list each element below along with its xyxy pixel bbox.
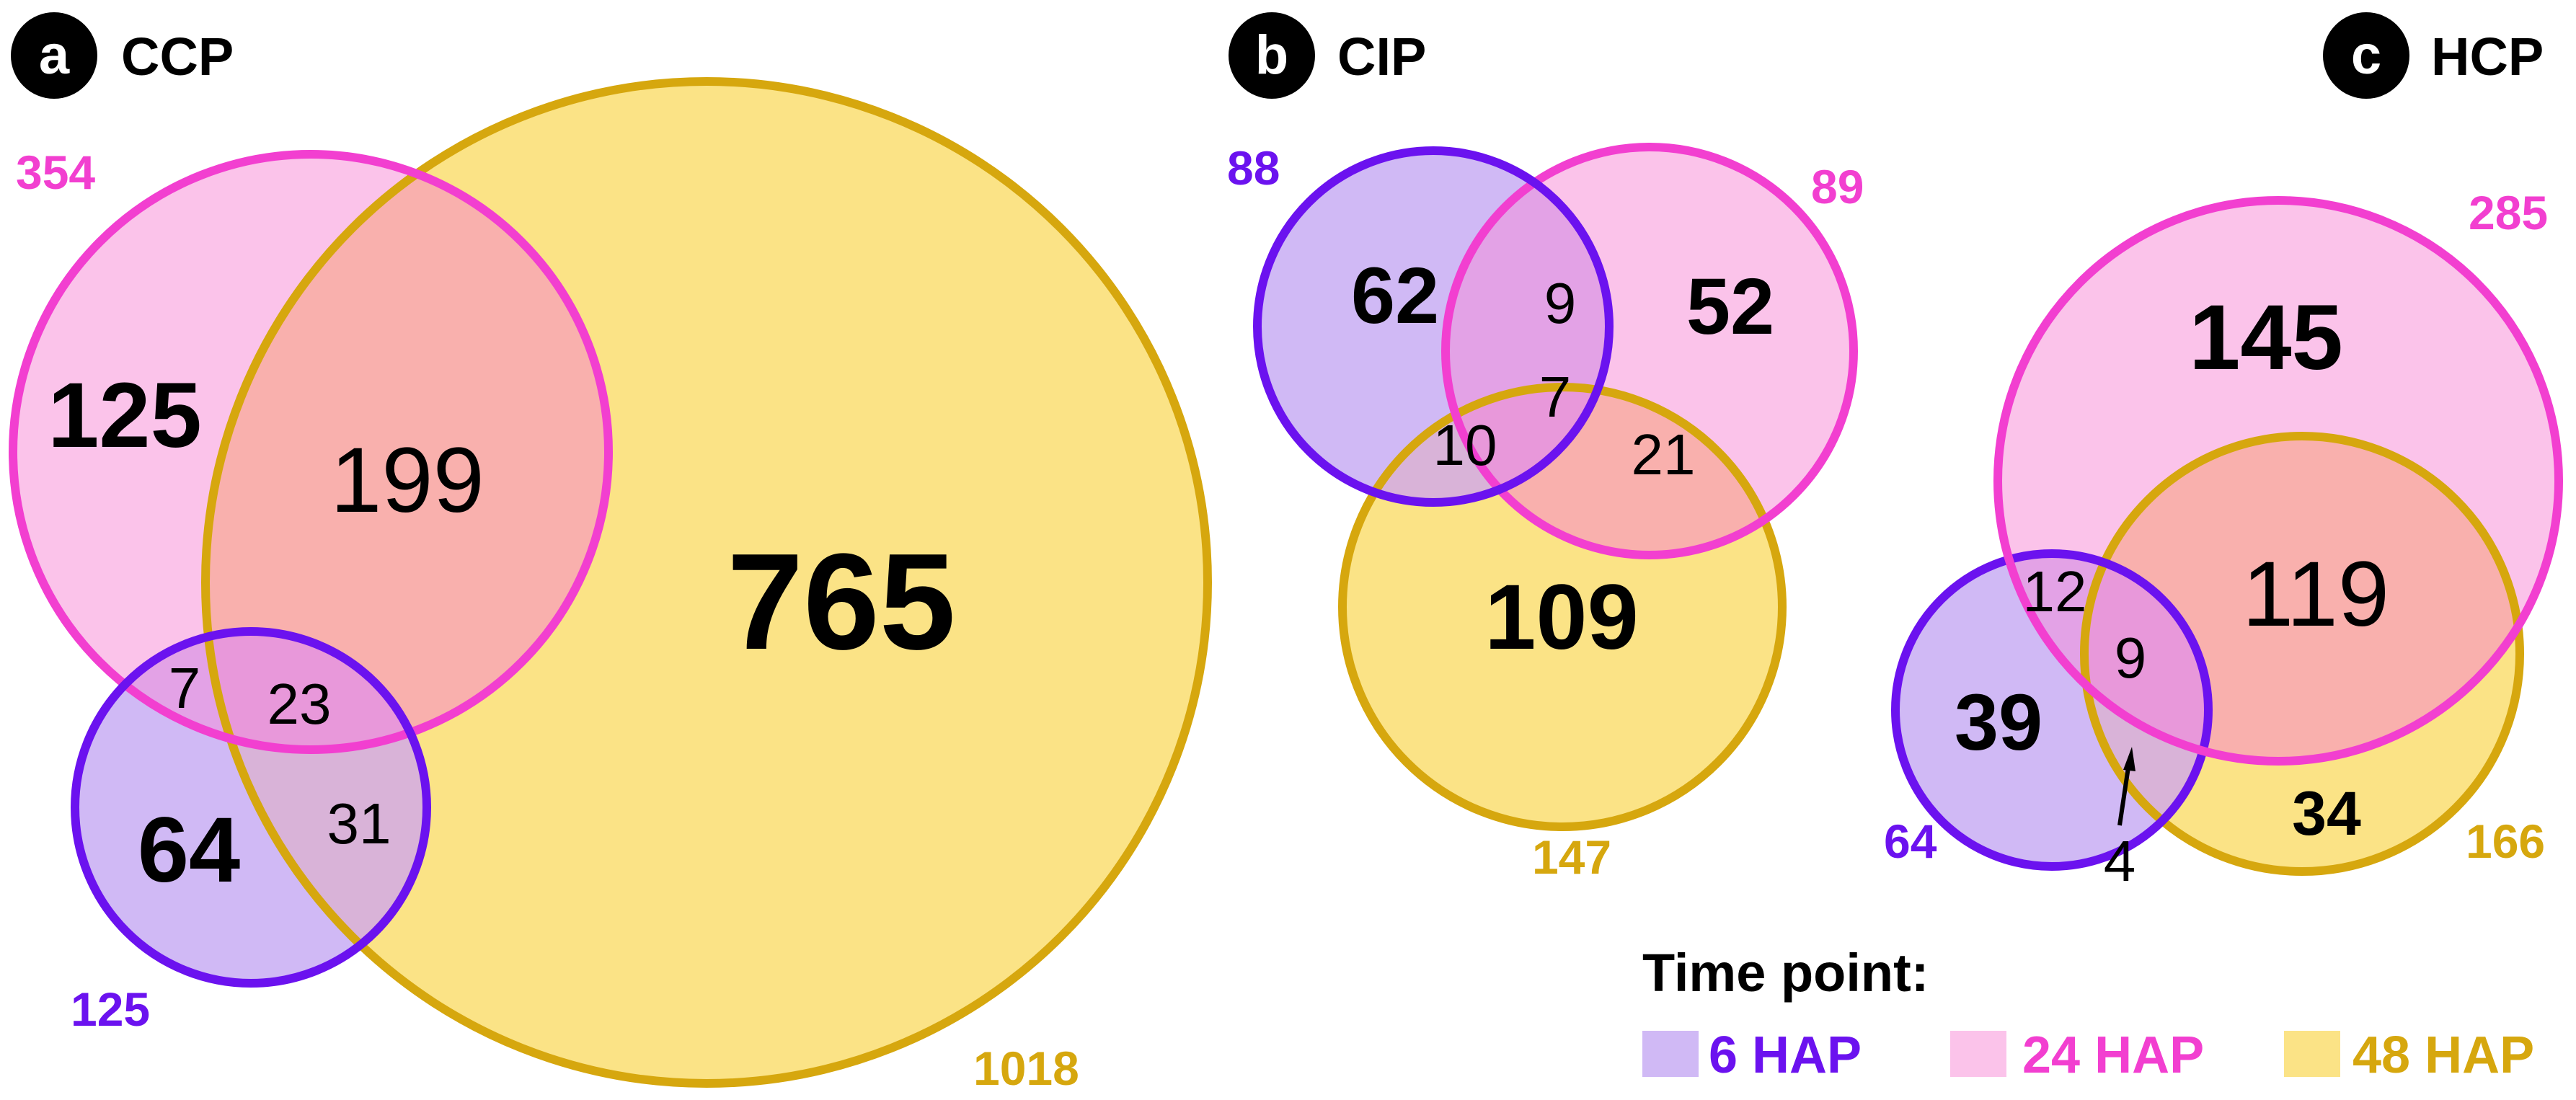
panel-b-6-48-count: 10: [1433, 413, 1497, 477]
panel-c-letter: c: [2351, 25, 2381, 86]
panel-c: c HCP 285 64 166 145 12 119 9 39 34 4: [1884, 12, 2563, 893]
panel-b-letter: b: [1255, 25, 1288, 86]
panel-a-fills: [13, 81, 1208, 1083]
legend-title: Time point:: [1642, 943, 1929, 1003]
panel-b-6hap-circle: [1253, 146, 1614, 507]
panel-b-48hap-circle: [1338, 383, 1787, 831]
legend-24hap-label: 24 HAP: [2022, 1026, 2204, 1084]
panel-b-24hap-total: 89: [1811, 160, 1864, 213]
panel-b-letter-badge: [1229, 12, 1315, 99]
panel-c-24-48-count: 119: [2242, 543, 2389, 646]
panel-b-only-48hap-count: 109: [1484, 566, 1639, 669]
panel-c-48hap-total: 166: [2466, 815, 2545, 868]
panel-a: a CCP 354 125 1018 125 199 765 7 23 31 6…: [9, 12, 1212, 1095]
panel-a-24hap-circle: [9, 150, 613, 754]
legend: Time point: 6 HAP 24 HAP 48 HAP: [1642, 943, 2534, 1084]
panel-a-only-24hap-count: 125: [48, 364, 202, 467]
panel-c-only-6hap-count: 39: [1955, 678, 2042, 767]
legend-6hap-label: 6 HAP: [1709, 1026, 1862, 1084]
panel-c-6-24-count: 12: [2023, 559, 2087, 624]
legend-48hap-swatch: [2284, 1031, 2340, 1077]
panel-b-48hap-total: 147: [1532, 830, 1611, 884]
panel-a-letter-badge: [11, 12, 97, 99]
panel-a-letter: a: [39, 25, 70, 86]
panel-a-48hap-circle: [201, 77, 1212, 1088]
panel-c-only-24hap-count: 145: [2189, 286, 2343, 389]
panel-c-title: HCP: [2431, 27, 2544, 87]
panel-c-letter-badge: [2323, 12, 2409, 99]
panel-a-6hap-total: 125: [71, 983, 150, 1036]
panel-c-24hap-total: 285: [2469, 186, 2548, 239]
panel-c-fills: [1895, 200, 2559, 871]
panel-a-title: CCP: [121, 27, 234, 87]
panel-b-6hap-total: 88: [1227, 141, 1280, 195]
panel-a-all-overlap-fill: [205, 631, 427, 750]
panel-b-fills: [1257, 147, 1854, 827]
panel-c-24-48-overlap-fill: [2084, 436, 2520, 761]
panel-c-all-overlap-fill: [2084, 554, 2208, 761]
panel-a-24-48-count: 199: [330, 429, 484, 532]
legend-6hap-swatch: [1642, 1031, 1699, 1077]
panel-a-6-48-count: 31: [327, 791, 391, 856]
panel-b-only-6hap-count: 62: [1351, 252, 1439, 340]
panel-b-only-24hap-count: 52: [1686, 262, 1774, 351]
panel-a-6-24-count: 7: [169, 656, 201, 720]
legend-48hap-label: 48 HAP: [2353, 1026, 2534, 1084]
panel-a-all-count: 23: [267, 672, 332, 736]
panel-b: b CIP 88 89 147 62 9 52 7 10 21 109: [1227, 12, 1864, 884]
panel-a-only-48hap-count: 765: [727, 525, 955, 678]
panel-a-48hap-total: 1018: [973, 1042, 1079, 1095]
panel-c-6hap-circle: [1891, 549, 2213, 871]
panel-a-24-48-overlap-fill: [205, 154, 608, 750]
panel-c-only-48hap-count: 34: [2292, 779, 2361, 848]
panel-c-24hap-circle: [1993, 196, 2563, 766]
panel-b-title: CIP: [1337, 27, 1426, 87]
legend-24hap-swatch: [1950, 1031, 2006, 1077]
panel-c-6hap-total: 64: [1884, 815, 1937, 868]
panel-b-all-overlap-fill: [1446, 387, 1609, 502]
panel-c-48hap-circle: [2080, 432, 2524, 876]
panel-b-24-48-count: 21: [1632, 422, 1696, 487]
panel-a-24hap-total: 354: [16, 146, 95, 199]
panel-c-6-48-count: 4: [2104, 829, 2136, 893]
panel-a-6hap-circle: [71, 627, 431, 988]
panel-b-all-count: 7: [1539, 365, 1572, 429]
panel-c-all-count: 9: [2115, 626, 2147, 690]
panel-c-4-pointer-arrow: [2117, 747, 2135, 826]
panel-b-24hap-circle: [1441, 143, 1858, 559]
panel-b-6-24-count: 9: [1544, 271, 1577, 335]
panel-a-only-6hap-count: 64: [138, 799, 240, 902]
